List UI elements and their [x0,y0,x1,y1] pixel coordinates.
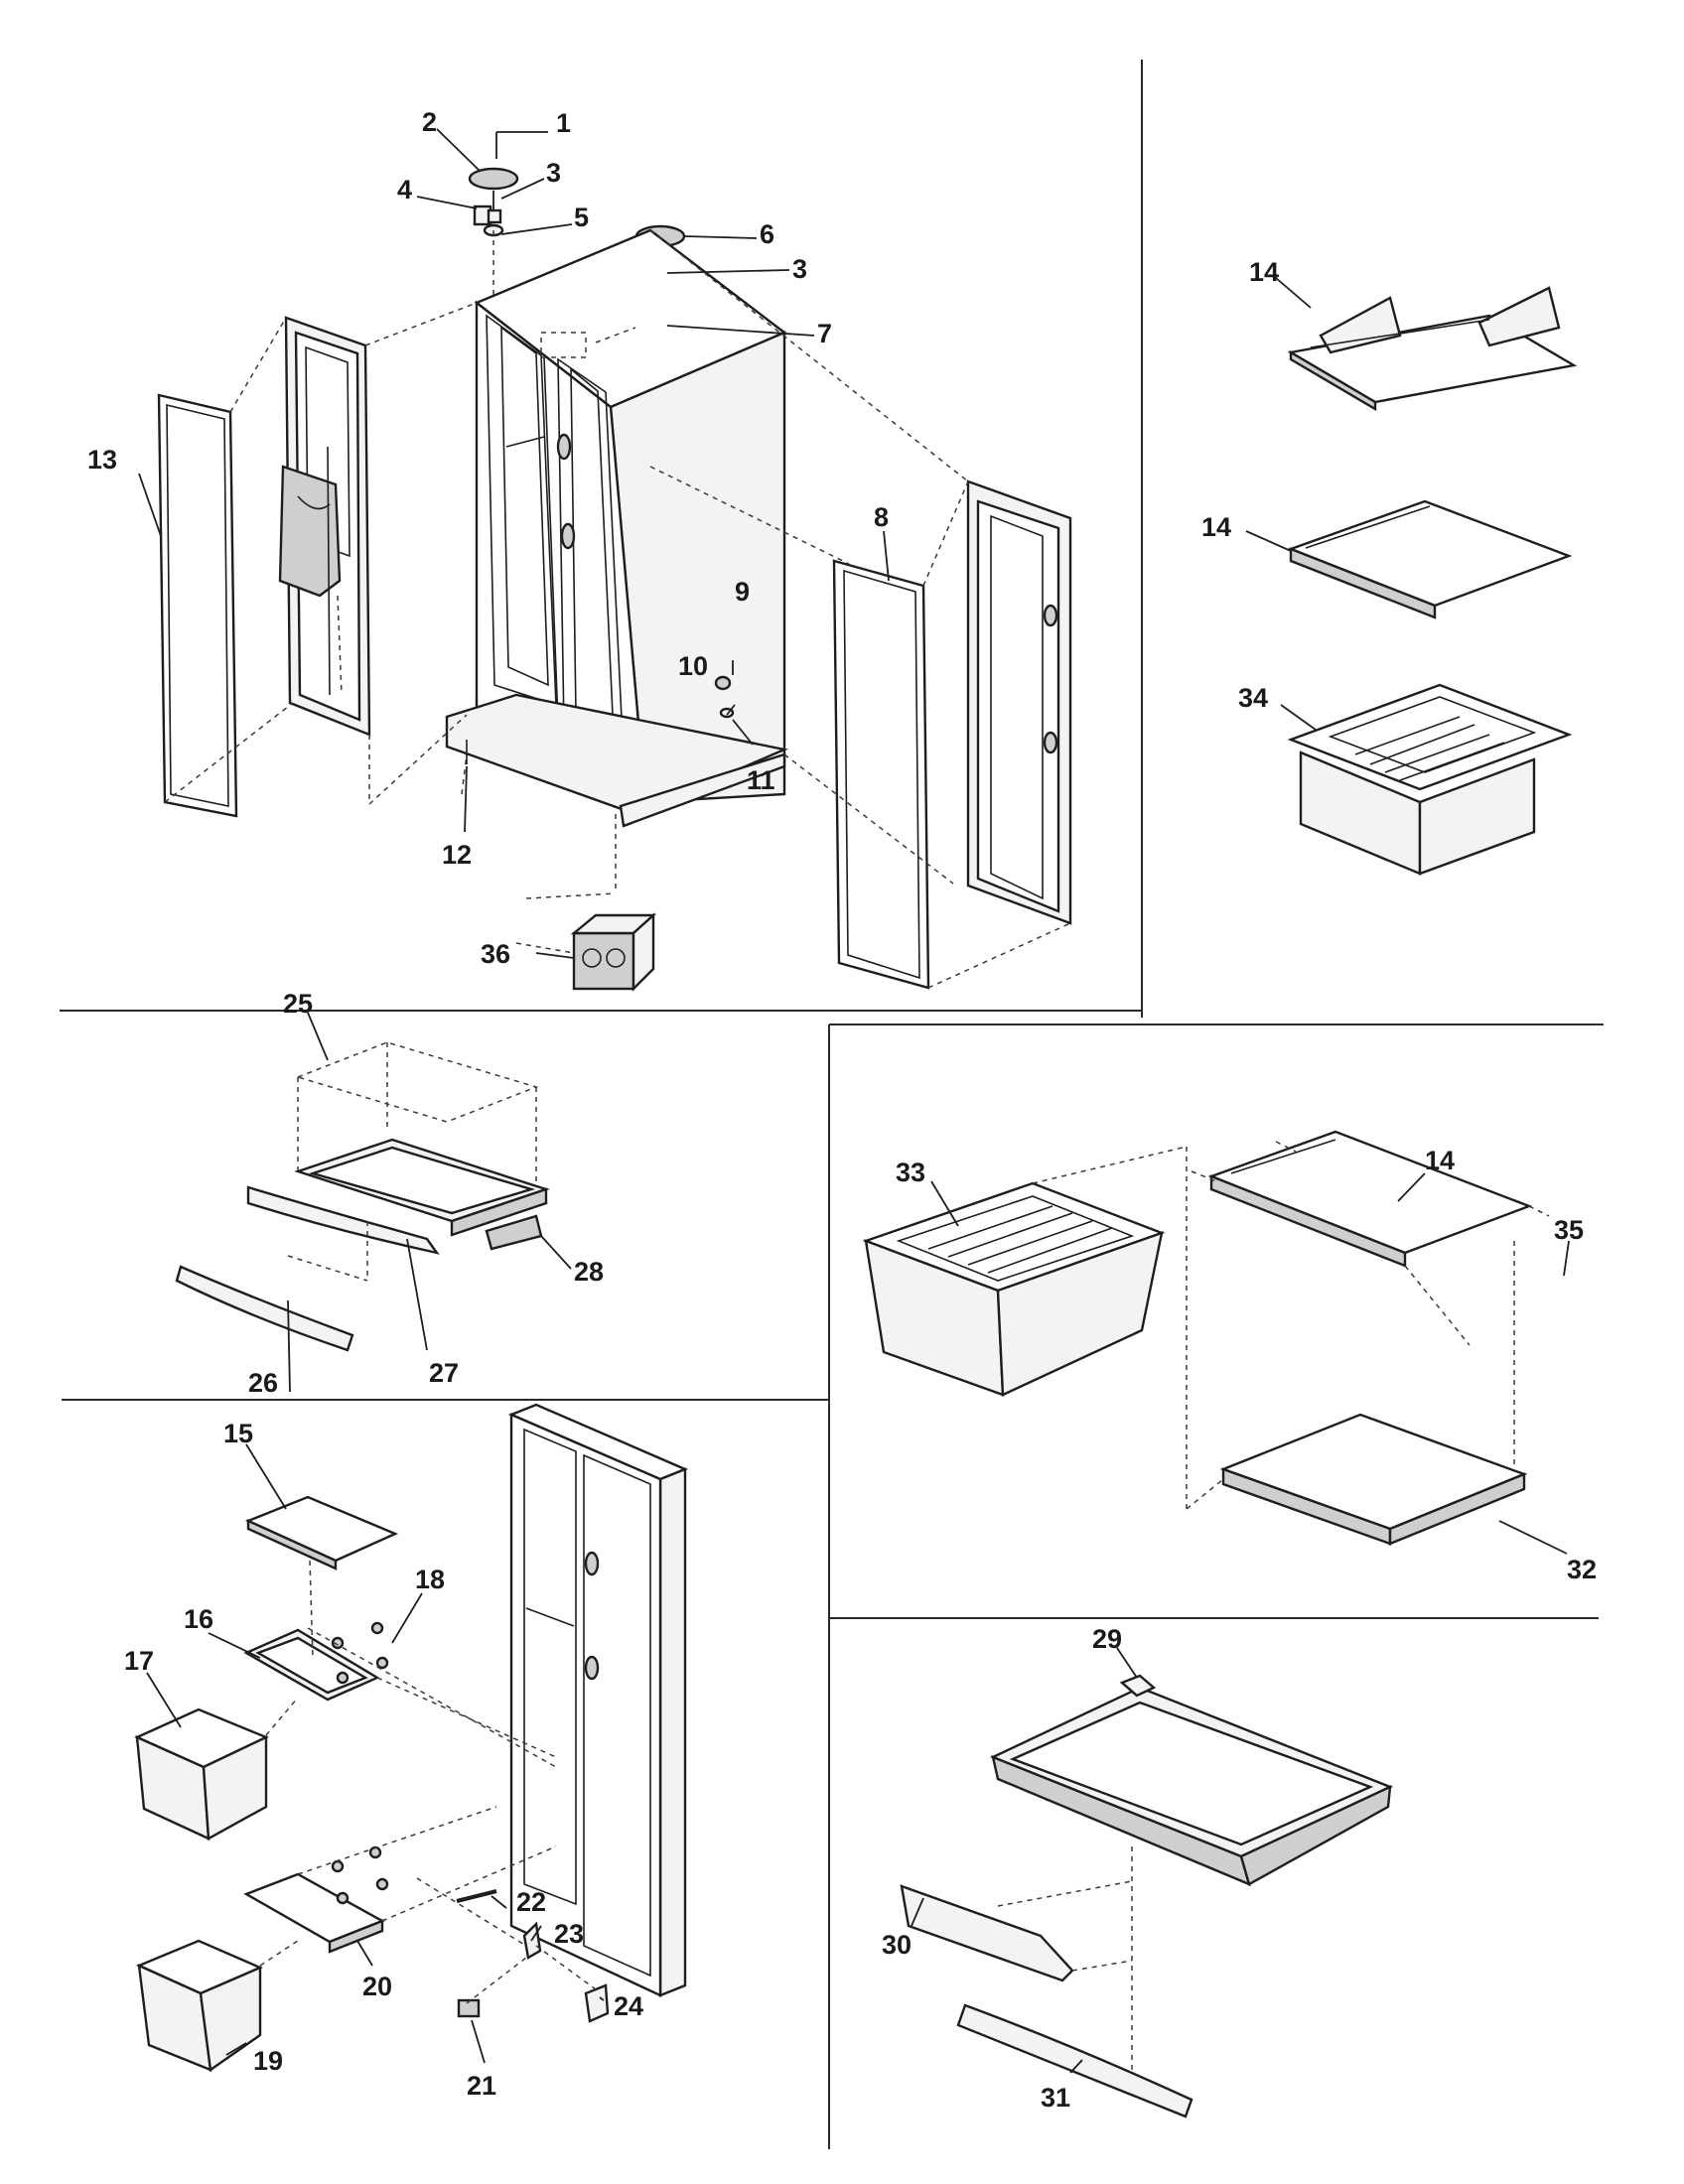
part-number-2: 2 [422,107,437,137]
part-number-29: 29 [1092,1624,1122,1654]
shelf-clips [331,1621,389,1905]
cantilever-shelf-1 [1287,286,1578,412]
part-number-33: 33 [896,1158,925,1187]
part-number-17: 17 [124,1646,154,1676]
shelf-frame-20 [243,1872,385,1954]
tray-15 [244,1495,399,1570]
part-number-30: 30 [882,1930,912,1960]
part-number-12: 12 [442,840,472,870]
basket-shelf-assembly [862,1130,1550,1546]
small-hardware [456,1889,610,2023]
part-number-36: 36 [481,939,510,969]
part-number-18: 18 [415,1565,445,1594]
part-number-23: 23 [554,1919,584,1949]
freezer-basket-17 [134,1707,269,1841]
part-number-6: 6 [760,219,774,249]
part-number-13: 13 [87,445,117,475]
part-number-22: 22 [516,1887,546,1917]
part-number-3a: 3 [546,158,561,188]
part-number-21: 21 [467,2071,496,2101]
relay-assembly [515,912,657,992]
part-number-15: 15 [223,1419,253,1448]
part-number-3b: 3 [792,254,807,284]
part-number-27: 27 [429,1358,459,1388]
part-number-35: 35 [1554,1215,1584,1245]
shelf-set-upper-right [1287,286,1578,876]
part-number-4: 4 [397,175,412,205]
part-number-31: 31 [1041,2083,1070,2113]
leader-lines [138,128,1570,2074]
part-number-9: 9 [735,577,750,607]
part-number-25: 25 [283,989,313,1019]
part-number-8: 8 [874,502,889,532]
cantilever-shelf-2 [1287,499,1573,619]
part-number-16: 16 [184,1604,213,1634]
freezer-door [278,316,371,737]
panel-dividers [60,60,1604,2149]
part-number-20: 20 [362,1972,392,2001]
part-number-32: 32 [1567,1555,1597,1584]
freezer-assembly-lines [259,1560,597,2004]
part-number-34: 34 [1238,683,1268,713]
part-number-14b: 14 [1201,512,1231,542]
part-number-24: 24 [614,1991,643,2021]
fresh-food-door-gasket [832,559,930,990]
glass-shelf-32 [1219,1413,1528,1546]
part-number-26: 26 [248,1368,278,1398]
part-number-7: 7 [817,319,832,348]
ice-bin-shelf-assembly [175,1041,550,1352]
part-number-28: 28 [574,1257,604,1287]
part-number-19: 19 [253,2046,283,2076]
pan-33 [862,1181,1166,1397]
part-number-14c: 14 [1425,1146,1455,1175]
crisper-drawer-34 [1287,683,1573,876]
part-labels: 1 2 3 4 5 6 3 7 8 9 10 11 12 13 36 14 14… [87,107,1597,2113]
freezer-door-gasket [157,393,238,818]
cabinet-assembly [157,131,1072,992]
fresh-food-door [966,479,1072,925]
part-number-5: 5 [574,203,589,232]
part-number-14a: 14 [1249,257,1279,287]
cantilever-shelf-3 [1207,1130,1533,1268]
freezer-interior-assembly [134,1403,689,2073]
freezer-basket-19 [135,1939,264,2073]
part-number-1: 1 [556,108,571,138]
refrigerator-cabinet [445,228,788,828]
deli-shelf-assembly [900,1674,1394,2118]
top-hinge-left [468,131,548,237]
part-number-10: 10 [678,651,708,681]
part-number-11: 11 [747,765,775,795]
cabinet-assembly-lines [164,229,1071,989]
